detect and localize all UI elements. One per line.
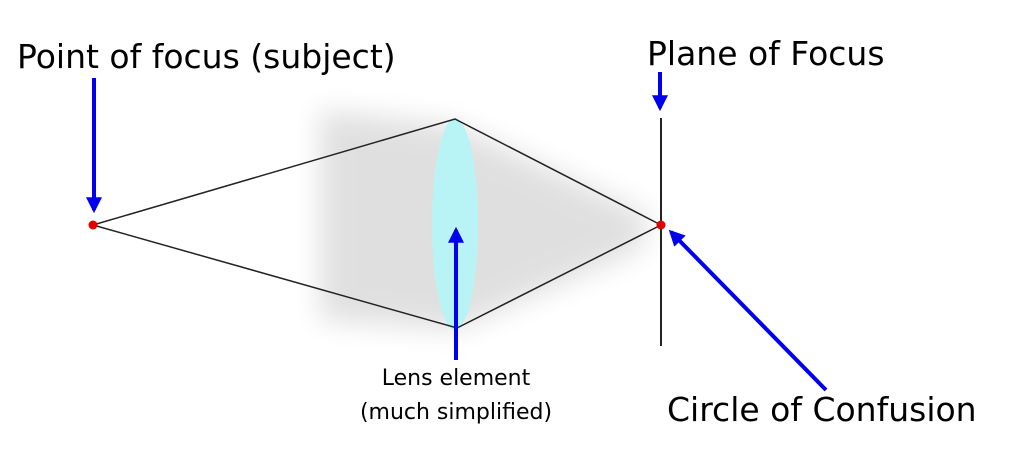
lens-label-line1: Lens element — [381, 366, 531, 391]
lens-element — [432, 118, 478, 330]
focus-point — [656, 220, 666, 230]
lens-label-line2: (much simplified) — [359, 400, 553, 425]
subject-point — [88, 220, 98, 230]
confusion-arrow — [668, 229, 828, 392]
circle-of-confusion-label: Circle of Confusion — [667, 390, 977, 429]
plane-of-focus-label: Plane of Focus — [647, 34, 885, 73]
ray-top — [92, 118, 662, 226]
soft-shadow — [320, 110, 650, 330]
point-of-focus-label: Point of focus (subject) — [17, 37, 396, 76]
